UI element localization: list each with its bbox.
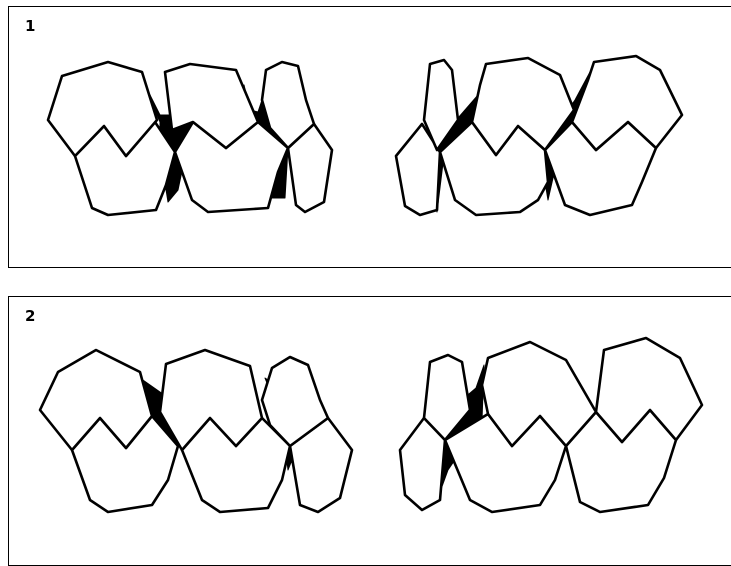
panel-1-frame: 1 bbox=[8, 6, 731, 268]
panel-number: 2 bbox=[25, 307, 35, 325]
panel-number: 1 bbox=[25, 17, 35, 35]
panel-2-frame: 2 bbox=[8, 296, 731, 566]
